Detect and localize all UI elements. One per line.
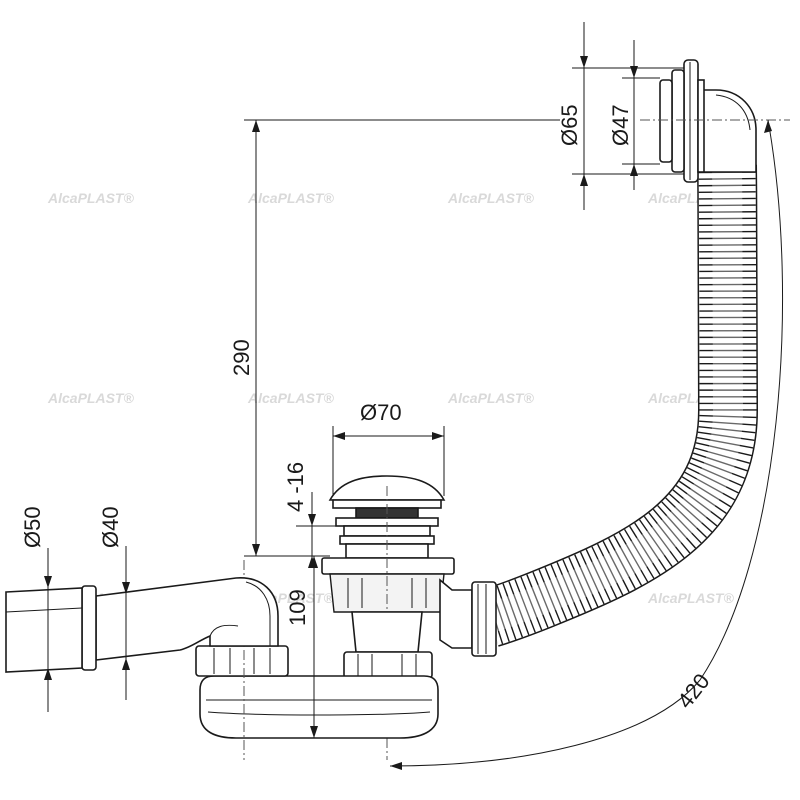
dimension-labels: Ø65 Ø47 290 Ø70 4 -16 Ø50 Ø40 109 420 (20, 104, 715, 713)
watermark: AlcaPLAST® (247, 390, 334, 406)
watermark: AlcaPLAST® (47, 390, 134, 406)
waste-valve (321, 475, 497, 760)
dimension-label-overflow-outer: Ø65 (557, 104, 582, 146)
dimension-lines (44, 22, 790, 770)
dimension-label-height: 290 (229, 339, 254, 376)
dimension-label-adjustment: 4 -16 (283, 462, 308, 512)
watermark: AlcaPLAST® (647, 590, 734, 606)
siphon-trap (195, 560, 439, 760)
dimension-label-hose-length: 420 (672, 669, 714, 713)
dimension-label-siphon-height: 109 (285, 589, 310, 626)
watermark: AlcaPLAST® (447, 190, 534, 206)
dimension-label-overflow-inner: Ø47 (608, 104, 633, 146)
watermark: AlcaPLAST® (447, 390, 534, 406)
outlet-pipe (5, 577, 279, 673)
overflow-head (659, 59, 757, 183)
dimension-label-outlet-inner: Ø40 (98, 506, 123, 548)
watermark: AlcaPLAST® (47, 190, 134, 206)
watermark: AlcaPLAST® (247, 190, 334, 206)
corrugated-hose (481, 164, 759, 647)
dimension-label-cap-diameter: Ø70 (360, 400, 402, 425)
dimension-label-outlet-outer: Ø50 (20, 506, 45, 548)
